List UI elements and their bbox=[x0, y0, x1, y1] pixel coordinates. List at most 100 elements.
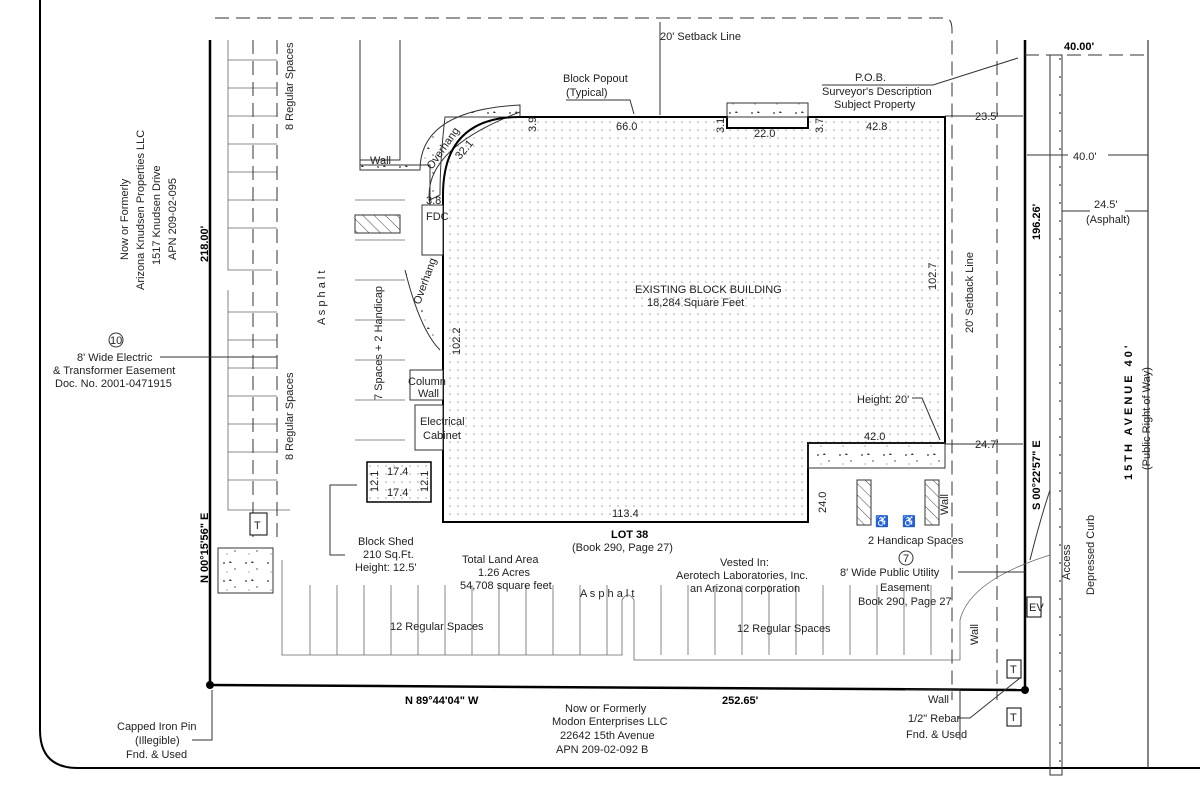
building-name: EXISTING BLOCK BUILDING bbox=[635, 284, 782, 296]
dim-top-right: 42.8 bbox=[866, 121, 887, 133]
transformer-label: T bbox=[254, 520, 261, 532]
shed-height: Height: 12.5' bbox=[355, 562, 416, 574]
vested-in-label: Vested In: bbox=[720, 557, 769, 569]
block-popout-concrete bbox=[726, 102, 809, 118]
vested-owner: Aerotech Laboratories, Inc. bbox=[676, 570, 808, 582]
dim-3-1: 3.1 bbox=[715, 118, 727, 133]
easement-10-line2: & Transformer Easement bbox=[53, 365, 175, 377]
electrical-label: Electrical bbox=[420, 416, 465, 428]
electrical-cabinet bbox=[414, 404, 444, 451]
west-neighbor-line3: 1517 Knudsen Drive bbox=[151, 165, 163, 265]
handicap-spaces-label: 2 Handicap Spaces bbox=[868, 535, 964, 547]
north-distance: 40.00' bbox=[1064, 41, 1095, 53]
fdc-box bbox=[421, 204, 444, 256]
west-neighbor-line4: APN 209-02-095 bbox=[167, 178, 179, 260]
transformer-box-se1 bbox=[1006, 659, 1022, 679]
north-concrete-area bbox=[359, 40, 401, 161]
asphalt-label-west: A s p h a l t bbox=[316, 271, 328, 325]
ev-box bbox=[1026, 596, 1042, 618]
se-rebar bbox=[1021, 686, 1029, 694]
land-area-sqft: 54,708 square feet bbox=[460, 580, 552, 592]
sw-monument-line2: (Illegible) bbox=[135, 735, 180, 747]
dim-right: 102.7 bbox=[927, 262, 939, 290]
west-neighbor-line1: Now or Formerly bbox=[119, 178, 131, 260]
ev-label: EV bbox=[1029, 602, 1044, 614]
lot-reference: (Book 290, Page 27) bbox=[572, 542, 673, 554]
south-neighbor-line3: 22642 15th Avenue bbox=[560, 730, 655, 742]
easement-10-line1: 8' Wide Electric bbox=[77, 352, 153, 364]
dim-bottom: 113.4 bbox=[612, 508, 639, 520]
overhang-west bbox=[404, 269, 441, 351]
dim-left: 102.2 bbox=[451, 327, 463, 355]
building-height: Height: 20' bbox=[857, 394, 909, 406]
spaces-12-left: 12 Regular Spaces bbox=[390, 621, 484, 633]
land-area-acres: 1.26 Acres bbox=[478, 567, 530, 579]
total-land-area-label: Total Land Area bbox=[462, 554, 539, 566]
west-bearing: N 00°15'56" E bbox=[199, 513, 211, 583]
dim-3-7: 3.7 bbox=[814, 118, 826, 133]
sw-concrete-pad bbox=[217, 547, 274, 594]
easement-10-number: 10 bbox=[110, 335, 122, 347]
block-popout-label: Block Popout bbox=[563, 73, 628, 85]
column-wall-label: Wall bbox=[418, 388, 439, 400]
cabinet-label: Cabinet bbox=[423, 430, 461, 442]
setback-line-dashed bbox=[215, 17, 953, 700]
spaces-8-bottom: 8 Regular Spaces bbox=[284, 372, 296, 460]
access-label: Access bbox=[1061, 544, 1073, 580]
setback-23-5: 23.5' bbox=[975, 111, 999, 123]
south-bearing: N 89°44'04" W bbox=[405, 695, 479, 707]
wall-label-north: Wall bbox=[370, 155, 391, 167]
overhang-label-west: Overhang bbox=[412, 257, 440, 307]
spaces-8-top: 8 Regular Spaces bbox=[284, 42, 296, 130]
south-neighbor-line2: Modon Enterprises LLC bbox=[552, 716, 668, 728]
block-popout-typical: (Typical) bbox=[566, 87, 608, 99]
shed-dim-width: 17.4 bbox=[387, 466, 408, 478]
asphalt-width-label: (Asphalt) bbox=[1086, 214, 1130, 226]
handicap-icon: ♿ bbox=[902, 515, 916, 528]
dim-3-9: 3.9 bbox=[527, 117, 539, 132]
south-wall bbox=[905, 689, 961, 740]
dim-step-top: 42.0 bbox=[864, 431, 885, 443]
wall-label-right: Wall bbox=[939, 494, 951, 515]
street-15th-avenue bbox=[1029, 40, 1149, 776]
spaces-7-handicap: 7 Spaces + 2 Handicap bbox=[373, 286, 385, 400]
wall-label-lower: Wall bbox=[969, 624, 981, 645]
shed-dim-width-2: 17.4 bbox=[387, 487, 408, 499]
dim-top-left: 66.0 bbox=[616, 121, 637, 133]
dim-step-side: 24.0 bbox=[817, 492, 829, 513]
parking-south bbox=[281, 554, 1051, 661]
property-boundary bbox=[206, 40, 1148, 694]
east-distance: 196.26' bbox=[1031, 203, 1043, 240]
easement-7-line1: 8' Wide Public Utility bbox=[840, 567, 940, 579]
surveyors-description-label: Surveyor's Description bbox=[822, 86, 932, 98]
column-label: Column bbox=[408, 376, 446, 388]
dim-3-8: 3.8 bbox=[426, 195, 441, 207]
street-name: 15TH AVENUE 40' bbox=[1123, 343, 1135, 480]
se-monument-line2: Fnd. & Used bbox=[906, 729, 967, 741]
north-planter bbox=[359, 40, 521, 201]
subject-property-label: Subject Property bbox=[834, 99, 916, 111]
parking-west bbox=[227, 40, 405, 540]
south-neighbor-line1: Now or Formerly bbox=[565, 703, 647, 715]
row-width: 40.0' bbox=[1073, 151, 1097, 163]
shed-area: 210 Sq.Ft. bbox=[363, 549, 414, 561]
fdc-label: FDC bbox=[426, 211, 449, 223]
block-shed bbox=[366, 461, 432, 503]
sw-iron-pin bbox=[206, 681, 214, 689]
dim-bump: 22.0 bbox=[754, 128, 775, 140]
sheet-border bbox=[39, 0, 1200, 769]
vested-corporation: an Arizona corporation bbox=[690, 583, 800, 595]
handicap-hatch bbox=[354, 214, 401, 234]
se-monument-line1: 1/2" Rebar bbox=[908, 713, 961, 725]
setback-24-7: 24.7' bbox=[975, 439, 999, 451]
wall-label-bottom: Wall bbox=[928, 694, 949, 706]
column-wall bbox=[409, 369, 444, 401]
depressed-curb-label: Depressed Curb bbox=[1085, 515, 1097, 595]
west-distance: 218.00' bbox=[199, 225, 211, 262]
handicap-icon: ♿ bbox=[875, 515, 889, 528]
setback-right-label: 20' Setback Line bbox=[964, 252, 976, 333]
building-area: 18,284 Square Feet bbox=[647, 297, 744, 309]
lot-number: LOT 38 bbox=[611, 529, 648, 541]
easement-7-line2: Easement bbox=[880, 582, 930, 594]
